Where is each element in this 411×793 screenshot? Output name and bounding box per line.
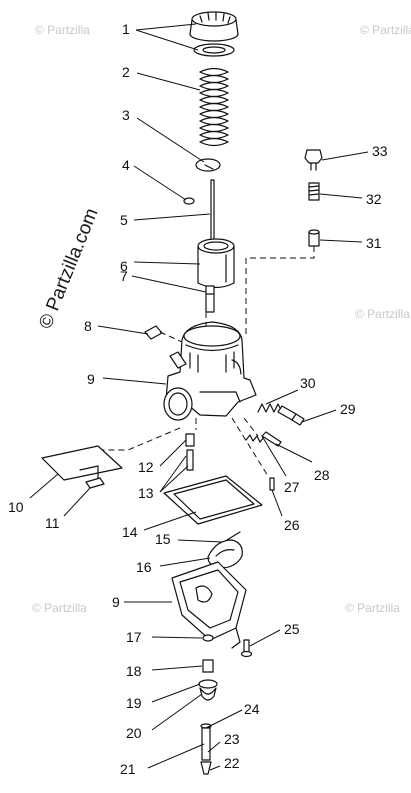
part-5-jet-needle xyxy=(210,179,215,241)
watermark-mid-right: © Partzilla xyxy=(355,307,410,321)
part-12-jet xyxy=(185,433,195,447)
callout-labels: 1 2 3 4 5 6 7 8 9 10 11 12 13 14 15 16 9… xyxy=(8,21,388,777)
part-28-spring xyxy=(245,434,265,443)
callout-19: 19 xyxy=(126,695,142,711)
part-30-spring xyxy=(257,403,283,413)
carburetor-body xyxy=(163,321,257,421)
callout-8: 8 xyxy=(84,318,92,334)
callout-7: 7 xyxy=(120,268,128,284)
callout-23: 23 xyxy=(224,731,240,747)
callout-29: 29 xyxy=(340,401,356,417)
callout-11: 11 xyxy=(45,515,60,531)
part-11-tab xyxy=(85,477,105,489)
part-29-screw xyxy=(277,405,305,426)
part-8-plug xyxy=(144,325,163,340)
part-1-cap xyxy=(189,11,239,57)
assembly-lines xyxy=(102,246,315,477)
callout-14: 14 xyxy=(122,524,138,540)
callout-4: 4 xyxy=(122,157,130,173)
callout-24: 24 xyxy=(244,701,260,717)
callout-16: 16 xyxy=(136,559,152,575)
part-32-spring xyxy=(308,182,320,201)
part-2-spring xyxy=(199,67,229,147)
leader-lines xyxy=(29,23,369,771)
callout-21: 21 xyxy=(120,761,136,777)
part-6-throttle-valve xyxy=(197,238,235,289)
callout-28: 28 xyxy=(314,467,330,483)
part-31-adjuster-sleeve xyxy=(308,229,320,247)
part-20-plug xyxy=(199,687,217,701)
callout-10: 10 xyxy=(8,499,24,515)
part-4-clip xyxy=(183,197,195,205)
callout-18: 18 xyxy=(126,663,142,679)
callout-13: 13 xyxy=(138,485,154,501)
part-3-retainer xyxy=(195,158,221,172)
callout-33: 33 xyxy=(372,143,388,159)
part-19-washer xyxy=(198,679,218,689)
part-13-jet xyxy=(186,449,194,471)
part-7-needle-jet xyxy=(205,285,215,313)
part-17-washer xyxy=(202,634,214,642)
part-27-screw xyxy=(261,431,282,447)
callout-20: 20 xyxy=(126,725,142,741)
callout-30: 30 xyxy=(300,375,316,391)
part-22-cap xyxy=(200,761,212,775)
part-14-gasket xyxy=(163,475,263,525)
callout-27: 27 xyxy=(284,479,300,495)
callout-31: 31 xyxy=(366,235,382,251)
callout-1: 1 xyxy=(122,21,130,37)
callout-5: 5 xyxy=(120,212,128,228)
part-9-float-bowl xyxy=(171,561,247,649)
callout-9-lower: 9 xyxy=(112,594,120,610)
watermark-lower-left: © Partzilla xyxy=(32,601,87,615)
part-10-gauge xyxy=(41,445,123,481)
part-18-jet xyxy=(202,659,214,673)
callout-6: 6 xyxy=(120,258,128,274)
callout-3: 3 xyxy=(122,107,130,123)
callout-2: 2 xyxy=(122,64,130,80)
part-33-adjuster-top xyxy=(304,149,323,171)
watermark-lower-right: © Partzilla xyxy=(345,601,400,615)
watermark-top-right: © Partzilla xyxy=(360,23,411,37)
watermark-top-left: © Partzilla xyxy=(35,23,90,37)
callout-22: 22 xyxy=(224,755,240,771)
callout-9-upper: 9 xyxy=(87,371,95,387)
part-25-drain-screw xyxy=(240,639,253,658)
callout-32: 32 xyxy=(366,191,382,207)
callout-25: 25 xyxy=(284,621,300,637)
part-26-pin xyxy=(269,477,275,491)
watermark-diagonal: © Partzilla.com xyxy=(35,205,102,332)
callout-15: 15 xyxy=(155,531,171,547)
callout-17: 17 xyxy=(126,629,142,645)
callout-26: 26 xyxy=(284,517,300,533)
callout-12: 12 xyxy=(138,459,154,475)
part-16-float xyxy=(207,539,243,569)
